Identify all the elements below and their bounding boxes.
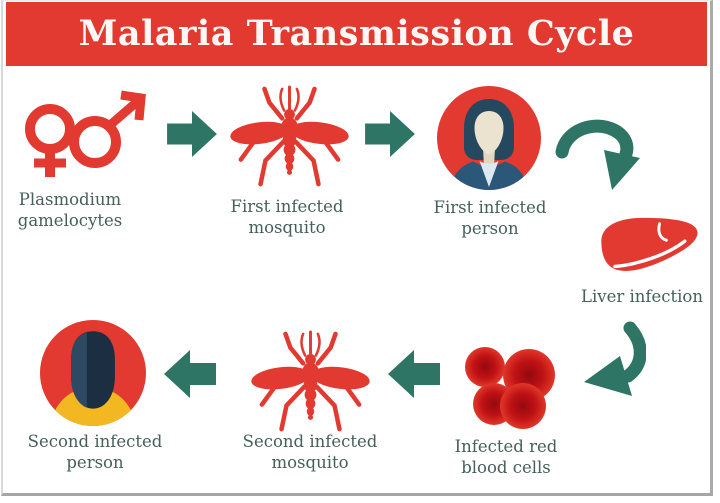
page-title: Malaria Transmission Cycle (78, 13, 635, 54)
label-line: First infected (433, 198, 547, 217)
label-line: Liver infection (581, 287, 703, 306)
curved-arrow-down-left-icon (584, 321, 646, 396)
label-line: Infected red (454, 437, 558, 456)
label-line: person (461, 219, 519, 239)
label-line: mosquito (248, 218, 326, 238)
node-label-first-person: First infected person (410, 197, 570, 239)
curved-arrow-down-right-icon (555, 119, 640, 190)
man-avatar-icon (40, 320, 146, 426)
label-line: First infected (230, 197, 344, 216)
node-label-first-mosquito: First infected mosquito (207, 196, 367, 238)
label-line: mosquito (271, 453, 349, 473)
red-blood-cells-icon (465, 347, 555, 429)
flow-arrow-right-icon (365, 111, 415, 157)
liver-icon (601, 217, 698, 271)
node-label-second-person: Second infected person (13, 431, 177, 473)
label-line: gamelocytes (17, 211, 123, 231)
title-banner: Malaria Transmission Cycle (6, 2, 707, 66)
label-line: Plasmodium (18, 190, 122, 209)
label-line: person (66, 453, 124, 473)
node-label-liver: Liver infection (562, 286, 720, 307)
label-line: Second infected (27, 432, 163, 451)
mosquito-icon (248, 328, 373, 436)
node-label-blood-cells: Infected red blood cells (426, 436, 586, 478)
node-label-second-mosquito: Second infected mosquito (230, 431, 390, 473)
label-line: Second infected (242, 432, 378, 451)
node-label-gametocytes: Plasmodium gamelocytes (0, 189, 140, 231)
flow-arrow-left-icon (164, 350, 216, 398)
gender-symbols-icon (25, 90, 146, 177)
flow-arrow-right-icon (167, 111, 217, 157)
flow-arrow-left-icon (388, 350, 440, 398)
woman-avatar-icon (437, 86, 541, 190)
mosquito-icon (227, 83, 352, 191)
label-line: blood cells (461, 458, 551, 478)
